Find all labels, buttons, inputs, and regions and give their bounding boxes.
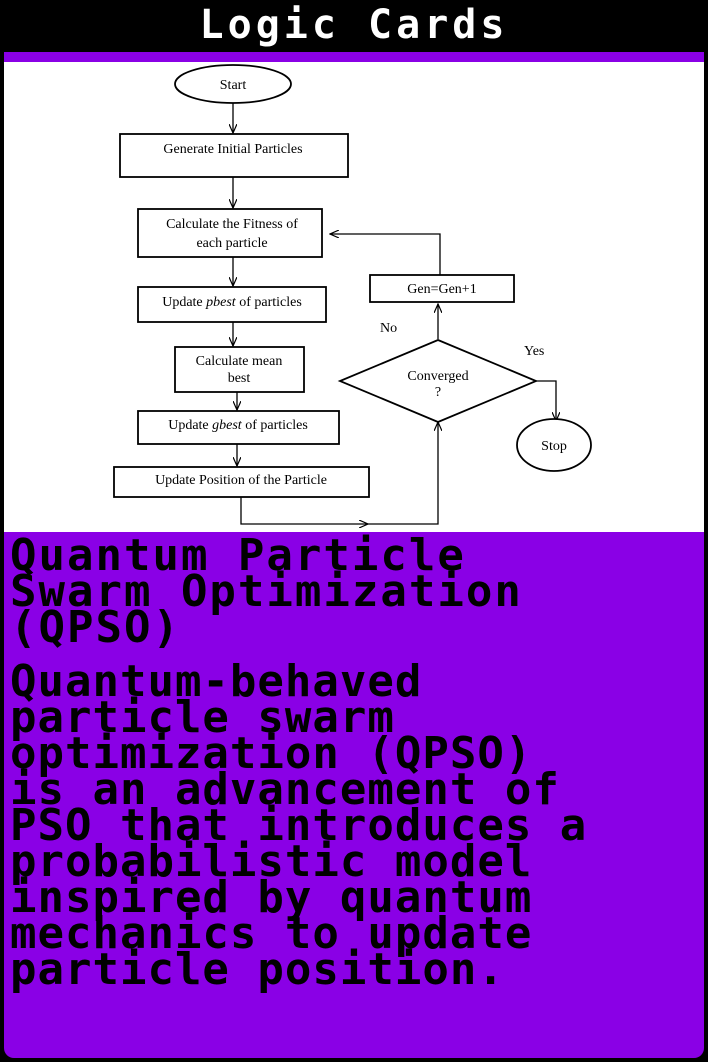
description-panel: Quantum Particle Swarm Optimization (QPS…: [4, 532, 704, 1058]
arrow-gen-to-fitness: [330, 234, 441, 275]
mean-label-line2: best: [228, 371, 251, 386]
arrow-to-converged: [368, 422, 438, 525]
position-node: [113, 466, 370, 498]
pbest-node: [137, 286, 327, 323]
arrow-converged-to-stop: [536, 380, 556, 421]
fitness-node: [137, 208, 323, 258]
arrow-position-to-bottom: [240, 497, 368, 524]
gbest-label: Update gbest of particles: [168, 418, 308, 433]
pbest-label: Update pbest of particles: [162, 295, 302, 310]
start-label: Start: [220, 78, 247, 93]
generate-node: [119, 133, 349, 178]
card-title: Quantum Particle Swarm Optimization (QPS…: [10, 532, 523, 653]
flowchart-panel: Start Generate Initial Particles Calcula…: [4, 62, 704, 532]
converged-label-line1: Converged: [407, 369, 468, 384]
start-node: [174, 64, 292, 104]
generate-label: Generate Initial Particles: [163, 142, 302, 157]
position-label: Update Position of the Particle: [155, 473, 327, 488]
fitness-label-line1: Calculate the Fitness of: [166, 217, 298, 232]
converged-label-line2: ?: [435, 385, 441, 400]
flowchart-connectors: [233, 102, 556, 524]
fitness-label-line2: each particle: [196, 236, 267, 251]
card-header: Logic Cards: [0, 0, 708, 50]
stop-label: Stop: [541, 439, 567, 454]
converged-node: [337, 339, 539, 423]
gen-label: Gen=Gen+1: [407, 282, 476, 297]
header-title: Logic Cards: [199, 2, 509, 48]
stop-node: [516, 418, 592, 472]
flowchart: Start Generate Initial Particles Calcula…: [113, 64, 592, 532]
card-description: Quantum-behaved particle swarm optimizat…: [10, 656, 588, 995]
mean-label-line1: Calculate mean: [196, 354, 283, 369]
gen-node: [369, 274, 515, 303]
accent-strip: [4, 52, 704, 62]
gbest-node: [137, 410, 340, 445]
yes-label: Yes: [524, 344, 544, 359]
no-label: No: [380, 321, 397, 336]
mean-node: [174, 346, 305, 393]
